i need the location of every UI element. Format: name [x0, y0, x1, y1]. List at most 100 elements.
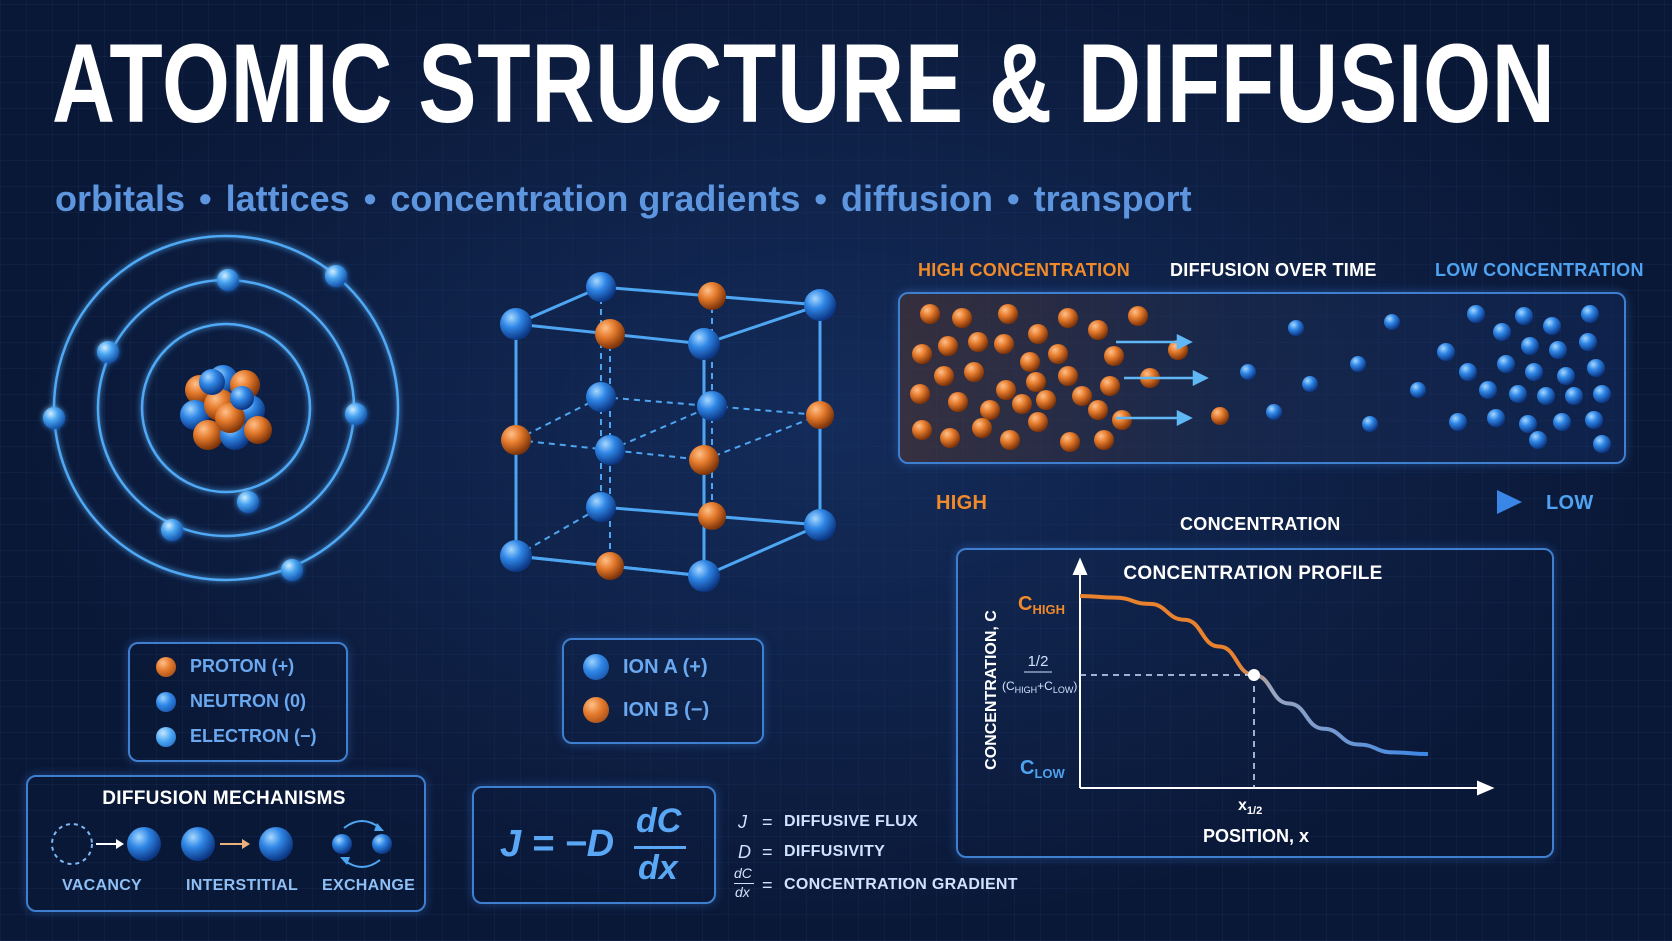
y-tick-mid-fraction: 1/2 — [1028, 653, 1049, 670]
diffusion-over-time-label: DIFFUSION OVER TIME — [1170, 260, 1377, 280]
proton — [215, 403, 245, 433]
neutron — [230, 386, 254, 410]
subtitle: orbitals • lattices • concentration gradient… — [55, 178, 1192, 220]
ion-a — [688, 328, 720, 360]
def-fraction-bar — [734, 883, 754, 884]
ion-a — [595, 435, 625, 465]
diffusion-arrows — [1116, 333, 1209, 427]
lattice-legend — [562, 638, 764, 744]
gradient-arrow — [994, 490, 1522, 514]
def-desc-flux: DIFFUSIVE FLUX — [784, 813, 918, 830]
legend-ion-a: ION A (+) — [583, 654, 708, 680]
electrons — [43, 265, 367, 581]
high-region-particles — [910, 304, 1229, 452]
vacancy-icon — [51, 823, 161, 865]
gradient-high-label: HIGH — [936, 492, 988, 514]
ion-a — [586, 382, 616, 412]
def-symbol-d: D — [738, 842, 751, 862]
equation-numerator: dC — [636, 802, 682, 840]
y-axis-label: CONCENTRATION, C — [983, 610, 1000, 770]
legend-ion-b: ION B (−) — [583, 697, 709, 723]
proton-swatch — [156, 656, 176, 677]
proton — [244, 416, 272, 444]
equation-fraction-bar — [634, 846, 686, 849]
half-point-marker — [1248, 669, 1260, 681]
legend-label: ELECTRON (−) — [190, 726, 317, 746]
lattice-diagram — [500, 272, 836, 592]
legend-label: ION A (+) — [623, 655, 708, 678]
orbit-1 — [140, 322, 312, 494]
ion-a-swatch — [583, 654, 609, 680]
electron — [281, 559, 303, 581]
mechanisms-panel — [26, 775, 426, 912]
ion-a — [586, 492, 616, 522]
legend-label: ION B (−) — [623, 698, 710, 721]
x-tick-half: x1/2 — [1238, 797, 1262, 817]
mechanism-label-interstitial: INTERSTITIAL — [186, 877, 299, 894]
equation-box — [472, 786, 716, 904]
diffusion-particles — [910, 304, 1611, 453]
y-tick-mid-expression: (CHIGH+CLOW) — [1002, 679, 1077, 695]
separator: • — [1006, 178, 1020, 219]
legend-electron: ELECTRON (−) — [156, 726, 317, 747]
legend-label: PROTON (+) — [190, 656, 295, 676]
mechanism-label-vacancy: VACANCY — [62, 877, 143, 894]
mechanisms-title: DIFFUSION MECHANISMS — [102, 788, 346, 809]
page-title: ATOMIC STRUCTURE & DIFFUSION — [52, 21, 1556, 146]
def-desc-diffusivity: DIFFUSIVITY — [784, 843, 886, 860]
ion-a — [804, 289, 836, 321]
ion-a — [500, 540, 532, 572]
atom-legend — [128, 642, 348, 762]
legend-neutron: NEUTRON (0) — [156, 691, 306, 712]
subtitle-item: transport — [1033, 178, 1192, 219]
y-axis-arrow — [1072, 557, 1088, 575]
ion-b — [806, 401, 834, 429]
ion-b — [501, 425, 531, 455]
mechanism-label-exchange: EXCHANGE — [322, 877, 416, 894]
def-equals: = — [762, 875, 773, 895]
gradient-low-label: LOW — [1546, 492, 1594, 514]
def-equals: = — [762, 812, 773, 832]
electron — [237, 491, 259, 513]
lattice-ions — [500, 272, 836, 592]
interstitial-icon — [181, 827, 293, 861]
nucleus — [180, 365, 272, 450]
electron — [43, 407, 65, 429]
diffusion-strip — [898, 292, 1626, 464]
high-concentration-label: HIGH CONCENTRATION — [918, 260, 1131, 280]
separator: • — [814, 178, 827, 219]
ion-a — [586, 272, 616, 302]
low-concentration-label: LOW CONCENTRATION — [1435, 260, 1644, 280]
electron — [325, 265, 347, 287]
electron — [217, 269, 239, 291]
def-symbol-dc: dC — [734, 865, 752, 881]
concentration-profile-chart: CHIGH 1/2 (CHIGH+CLOW) CLOW x1/2 POSITIO… — [983, 557, 1495, 846]
neutron-swatch — [156, 691, 176, 712]
subtitle-item: concentration gradients — [390, 178, 801, 219]
def-symbol-dx: dx — [735, 884, 750, 900]
equation-denominator: dx — [638, 849, 678, 887]
def-symbol-j: J — [738, 812, 747, 832]
legend-proton: PROTON (+) — [156, 656, 294, 677]
ion-b — [595, 319, 625, 349]
proton — [193, 420, 223, 450]
ion-a — [688, 560, 720, 592]
ion-b — [698, 282, 726, 310]
ion-b — [596, 552, 624, 580]
legend-label: NEUTRON (0) — [190, 691, 306, 711]
gradient-caption: CONCENTRATION — [1180, 514, 1341, 534]
neutron — [199, 369, 225, 395]
chart-title: CONCENTRATION PROFILE — [1123, 563, 1383, 584]
x-axis-label: POSITION, x — [1203, 826, 1309, 846]
subtitle-item: lattices — [225, 178, 350, 219]
electron — [161, 519, 183, 541]
ion-a — [804, 509, 836, 541]
mechanisms-icons — [51, 820, 392, 868]
equation-lhs: J = −D — [500, 823, 615, 865]
low-region-particles — [1240, 305, 1611, 453]
chart-panel — [956, 548, 1554, 858]
subtitle-item: orbitals — [55, 178, 186, 219]
electron — [345, 403, 367, 425]
chart-axes — [1072, 557, 1495, 796]
